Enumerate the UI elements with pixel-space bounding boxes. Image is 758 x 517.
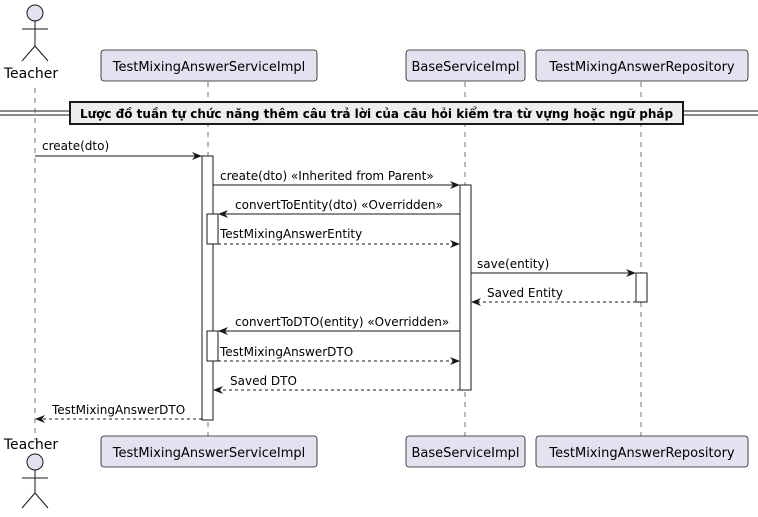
return-entity: TestMixingAnswerEntity [218, 227, 460, 248]
message-label: create(dto) «Inherited from Parent» [220, 169, 434, 183]
service-activation-convert-dto [206, 330, 219, 362]
teacher-label-bottom: Teacher [3, 437, 59, 453]
return-saved-dto: Saved DTO [213, 374, 460, 394]
return-dto: TestMixingAnswerDTO [218, 345, 460, 365]
repository-activation [635, 272, 648, 303]
message-create-inherited: create(dto) «Inherited from Parent» [213, 169, 460, 189]
divider-label: Lược đồ tuần tự chức năng thêm câu trả l… [80, 106, 674, 121]
message-label: TestMixingAnswerDTO [219, 345, 353, 359]
participant-service-bottom: TestMixingAnswerServiceImpl [100, 435, 318, 468]
service-activation-convert-entity [206, 213, 219, 245]
participant-label: TestMixingAnswerRepository [548, 446, 735, 461]
participant-label: TestMixingAnswerServiceImpl [112, 60, 306, 75]
teacher-actor-top: Teacher [3, 4, 59, 82]
message-label: convertToEntity(dto) «Overridden» [235, 198, 443, 212]
message-label: save(entity) [477, 257, 549, 271]
return-final-dto: TestMixingAnswerDTO [35, 403, 202, 423]
participant-label: TestMixingAnswerServiceImpl [112, 446, 306, 461]
message-label: TestMixingAnswerDTO [51, 403, 185, 417]
message-convert-to-entity: convertToEntity(dto) «Overridden» [218, 198, 460, 218]
participant-label: BaseServiceImpl [411, 60, 519, 75]
participant-base-top: BaseServiceImpl [405, 49, 526, 82]
teacher-actor-bottom: Teacher [3, 437, 59, 509]
participant-repository-bottom: TestMixingAnswerRepository [535, 435, 749, 468]
message-label: convertToDTO(entity) «Overridden» [235, 315, 449, 329]
divider: Lược đồ tuần tự chức năng thêm câu trả l… [0, 101, 758, 125]
service-activation [201, 155, 214, 421]
message-create-dto: create(dto) [35, 139, 202, 160]
base-activation [459, 184, 472, 391]
actor-icon [26, 453, 44, 471]
participant-label: BaseServiceImpl [411, 446, 519, 461]
participant-service-top: TestMixingAnswerServiceImpl [100, 49, 318, 82]
teacher-label-top: Teacher [3, 66, 59, 82]
message-label: Saved DTO [230, 374, 297, 388]
return-saved-entity: Saved Entity [471, 286, 636, 306]
participant-label: TestMixingAnswerRepository [548, 60, 735, 75]
message-label: create(dto) [42, 139, 109, 153]
participant-base-bottom: BaseServiceImpl [405, 435, 526, 468]
message-save-entity: save(entity) [471, 257, 636, 277]
participant-repository-top: TestMixingAnswerRepository [535, 49, 749, 82]
message-convert-to-dto: convertToDTO(entity) «Overridden» [218, 315, 460, 335]
actor-icon [26, 4, 44, 22]
message-label: TestMixingAnswerEntity [219, 227, 362, 241]
message-label: Saved Entity [487, 286, 563, 300]
